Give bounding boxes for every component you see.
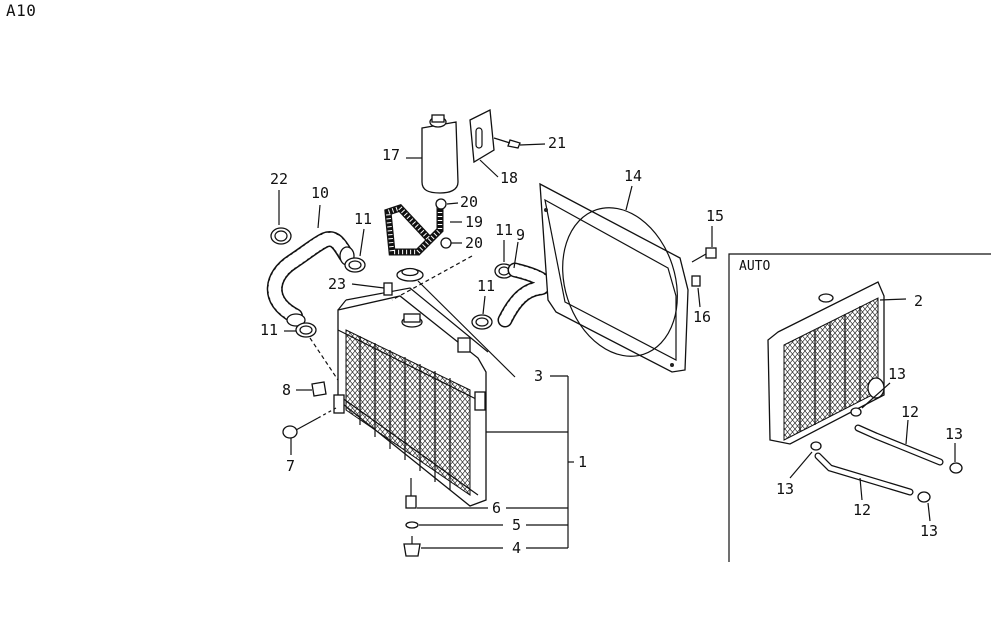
callout-19: 19 <box>465 213 484 231</box>
callout-14: 14 <box>624 167 643 185</box>
callout-10: 10 <box>311 184 330 202</box>
callout-13-c: 13 <box>776 480 795 498</box>
callout-6: 6 <box>492 499 502 517</box>
callout-11-d: 11 <box>477 277 496 295</box>
clamp-22 <box>270 190 292 245</box>
callout-4: 4 <box>512 539 522 557</box>
callout-8: 8 <box>282 381 292 399</box>
callout-16: 16 <box>693 308 712 326</box>
callout-5: 5 <box>512 516 522 534</box>
callout-9: 9 <box>516 226 526 244</box>
radiator-cap <box>396 267 516 378</box>
auto-inset <box>728 253 991 562</box>
callout-22: 22 <box>270 170 289 188</box>
callout-2: 2 <box>914 292 924 310</box>
callout-1: 1 <box>578 453 588 471</box>
upper-hose <box>497 241 553 328</box>
callout-13-b: 13 <box>945 425 964 443</box>
callout-18: 18 <box>500 169 519 187</box>
callout-23: 23 <box>328 275 347 293</box>
callout-12-a: 12 <box>901 403 920 421</box>
callout-21: 21 <box>548 134 567 152</box>
callout-12-b: 12 <box>853 501 872 519</box>
bolt-15 <box>691 226 717 308</box>
callout-3: 3 <box>534 367 544 385</box>
fan-shroud <box>539 182 689 373</box>
reservoir-tank <box>406 108 546 194</box>
callout-13-d: 13 <box>920 522 939 540</box>
callout-15: 15 <box>706 207 725 225</box>
callout-20-b: 20 <box>465 234 484 252</box>
callout-11-b: 11 <box>260 321 279 339</box>
callout-13-a: 13 <box>888 365 907 383</box>
drain-cock <box>282 381 337 455</box>
callout-11-a: 11 <box>354 210 373 228</box>
inset-title: AUTO <box>739 259 771 274</box>
callout-7: 7 <box>286 457 296 475</box>
callout-20-a: 20 <box>460 193 479 211</box>
page-code: A10 <box>6 1 37 20</box>
bracket-23 <box>351 255 473 301</box>
callout-17: 17 <box>382 146 401 164</box>
drain-parts <box>403 478 503 557</box>
overflow-hose <box>384 198 462 256</box>
callout-leaders <box>486 375 574 549</box>
lower-hose <box>266 204 355 327</box>
callout-11-c: 11 <box>495 221 514 239</box>
radiator-assembly <box>333 287 489 507</box>
